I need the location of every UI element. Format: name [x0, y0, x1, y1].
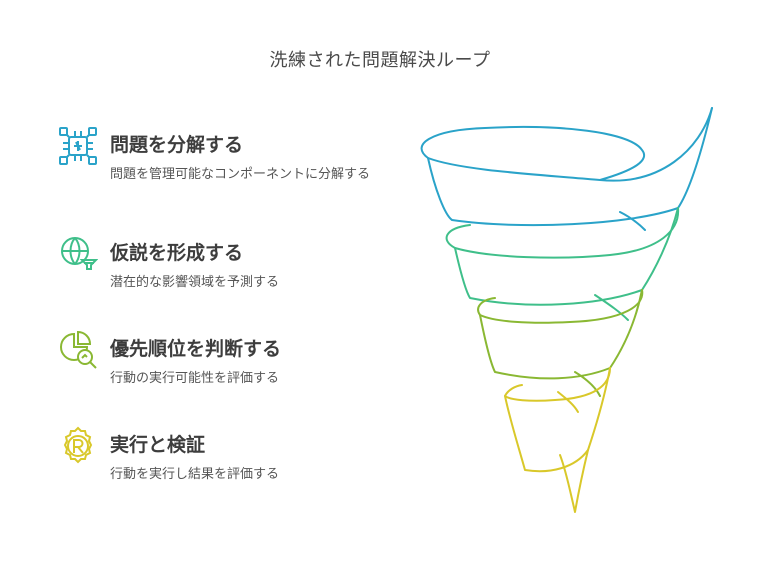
funnel-ring-3 — [477, 289, 644, 397]
step-heading: 問題を分解する — [110, 134, 244, 156]
pie-magnifier-icon — [58, 330, 98, 370]
funnel-ring-1 — [420, 107, 713, 231]
step-heading: 仮説を形成する — [110, 242, 244, 264]
circuit-chip-icon — [58, 126, 98, 166]
step-description: 問題を管理可能なコンポーネントに分解する — [110, 167, 371, 182]
diagram-title: 洗練された問題解決ループ — [269, 50, 491, 71]
globe-funnel-icon — [58, 234, 99, 274]
funnel-ring-4 — [504, 367, 611, 513]
step-heading: 実行と検証 — [110, 434, 206, 456]
funnel-ring-2 — [445, 207, 680, 321]
step-heading: 優先順位を判断する — [110, 338, 282, 360]
spiral-funnel — [410, 100, 730, 520]
step-description: 行動の実行可能性を評価する — [110, 371, 280, 386]
step-description: 潜在的な影響領域を予測する — [110, 275, 280, 290]
step-description: 行動を実行し結果を評価する — [110, 467, 280, 482]
gear-badge-icon — [58, 426, 98, 466]
